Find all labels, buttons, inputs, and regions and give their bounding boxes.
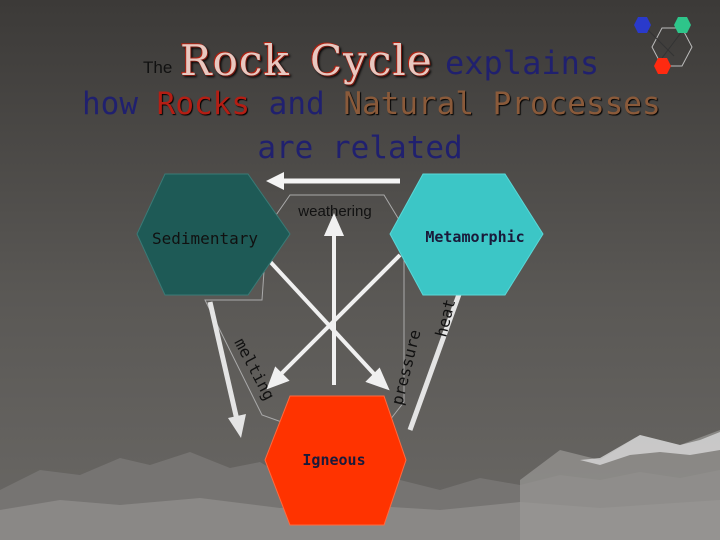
metamorphic-node xyxy=(389,173,544,296)
title-natural-processes: Natural Processes xyxy=(343,86,661,122)
title-rocks: Rocks xyxy=(156,86,250,122)
title-explains: explains xyxy=(445,44,600,82)
title-line-2: how Rocks and Natural Processes xyxy=(82,86,661,122)
title-and: and xyxy=(268,86,325,122)
title-line-3: are related xyxy=(257,130,463,166)
igneous-label: Igneous xyxy=(302,451,365,469)
title-prefix: The xyxy=(143,58,173,77)
weathering-label: weathering xyxy=(297,203,371,220)
sedimentary-label: Sedimentary xyxy=(152,229,258,248)
title-line-1: The Rock Cycle explains xyxy=(0,28,720,88)
rock-cycle-logo-icon xyxy=(634,17,693,74)
central-arrows xyxy=(262,213,402,391)
title-rock: Rock xyxy=(180,36,290,85)
melting-label: melting xyxy=(230,335,278,403)
title-how: how xyxy=(82,86,138,122)
heat-label: heat xyxy=(431,297,459,339)
metamorphic-label: Metamorphic xyxy=(425,228,524,246)
weathering-arrow xyxy=(266,172,400,190)
pressure-label: pressure xyxy=(387,328,424,407)
central-triangle xyxy=(204,194,405,426)
title-cycle: Cycle xyxy=(310,36,433,85)
sedimentary-node xyxy=(136,173,291,296)
igneous-node xyxy=(264,395,407,526)
melting-arrow xyxy=(207,301,246,438)
